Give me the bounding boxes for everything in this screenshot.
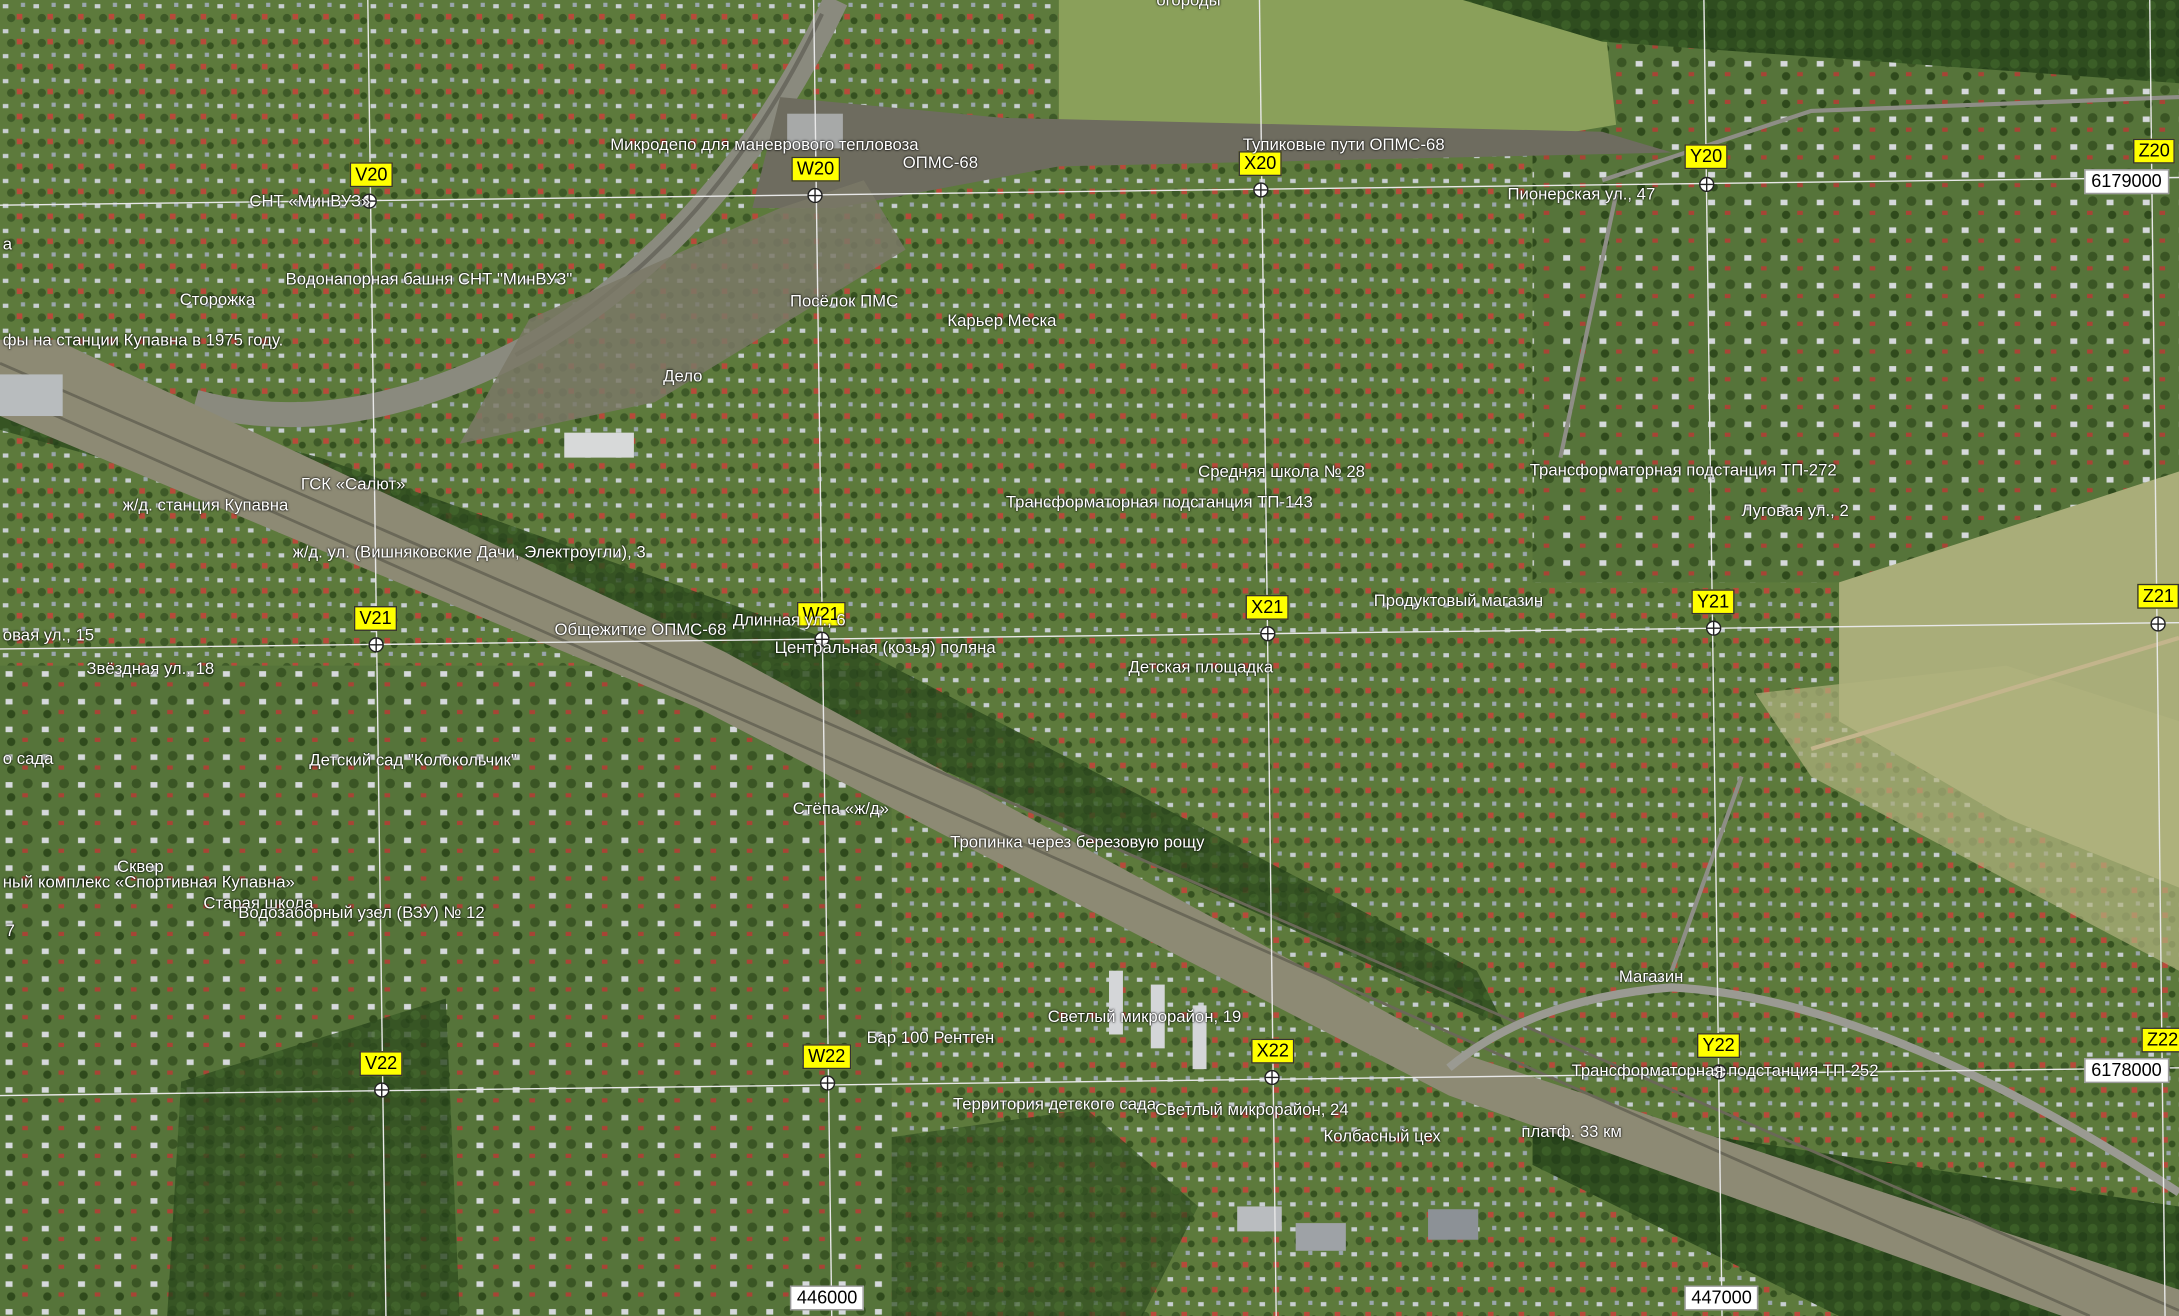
- grid-cell-x20: X20: [1238, 151, 1282, 177]
- place-label[interactable]: Бар 100 Рентген: [866, 1027, 995, 1047]
- place-label[interactable]: ж/д. ул. (Вишняковские Дачи, Электроугли…: [292, 542, 646, 562]
- place-label[interactable]: Тупиковые пути ОПМС-68: [1242, 134, 1445, 154]
- place-label[interactable]: Тропинка через березовую рощу: [950, 832, 1205, 852]
- place-label[interactable]: Магазин: [1618, 966, 1684, 986]
- place-label[interactable]: Луговая ул., 2: [1741, 500, 1849, 521]
- place-label[interactable]: Продуктовый магазин: [1373, 590, 1544, 611]
- place-label[interactable]: Центральная (козья) поляна: [774, 637, 996, 658]
- crosshair-icon: [1699, 176, 1715, 193]
- place-label[interactable]: Колбасный цех: [1323, 1126, 1441, 1146]
- place-label[interactable]: Микродепо для маневрового тепловоза: [610, 134, 919, 154]
- crosshair-icon: [361, 193, 377, 209]
- crosshair-icon: [374, 1082, 390, 1098]
- crosshair-icon: [1705, 620, 1722, 636]
- place-label[interactable]: овая ул., 15: [2, 625, 95, 645]
- place-label[interactable]: Пионерская ул., 47: [1507, 184, 1656, 204]
- place-label[interactable]: Детская площадка: [1128, 657, 1274, 677]
- coord-north-bottom: 6178000: [2084, 1058, 2169, 1084]
- crosshair-icon: [814, 631, 830, 647]
- place-label[interactable]: Сквер: [117, 856, 164, 877]
- grid-cell-z21: Z21: [2137, 583, 2179, 609]
- place-label[interactable]: а: [2, 234, 13, 254]
- place-label[interactable]: Детский сад "Колокольчик": [309, 750, 517, 770]
- crosshair-icon: [1264, 1069, 1280, 1086]
- place-label[interactable]: платф. 33 км: [1521, 1121, 1622, 1142]
- place-label[interactable]: Трансформаторная подстанция ТП-252: [1571, 1060, 1879, 1081]
- crosshair-icon: [1711, 1064, 1727, 1080]
- place-label[interactable]: Сторожка: [179, 289, 256, 310]
- place-label[interactable]: ж/д. станция Купавна: [122, 495, 289, 515]
- place-label[interactable]: Стёпа «ж/д»: [792, 798, 889, 819]
- crosshair-icon: [1260, 626, 1276, 642]
- place-label[interactable]: 7: [5, 920, 15, 941]
- place-label[interactable]: фы на станции Купавна в 1975 году.: [2, 330, 284, 350]
- place-label[interactable]: ный комплекс «Спортивная Купавна»: [2, 872, 295, 892]
- place-label[interactable]: Территория детского сада: [952, 1094, 1157, 1114]
- coord-east-right: 447000: [1684, 1285, 1759, 1311]
- crosshair-icon: [819, 1075, 836, 1091]
- crosshair-icon: [1253, 182, 1269, 198]
- crosshair-icon: [368, 637, 384, 653]
- grid-cell-y21: Y21: [1691, 589, 1735, 615]
- grid-cell-z22: Z22: [2141, 1027, 2179, 1053]
- crosshair-icon: [2150, 616, 2166, 632]
- place-label[interactable]: Водозаборный узел (ВЗУ) № 12: [238, 902, 485, 923]
- grid-cell-x21: X21: [1245, 594, 1289, 620]
- place-label[interactable]: Средняя школа № 28: [1198, 461, 1365, 482]
- place-label[interactable]: Карьер Меска: [947, 310, 1057, 331]
- grid-cell-w22: W22: [802, 1044, 851, 1070]
- grid-cell-v22: V22: [359, 1051, 403, 1077]
- grid-cell-y20: Y20: [1684, 144, 1728, 170]
- place-label[interactable]: Старая школа: [203, 893, 314, 913]
- grid-cell-x22: X22: [1251, 1038, 1295, 1064]
- place-label[interactable]: Водонапорная башня СНТ "МинВУЗ": [285, 269, 573, 289]
- grid-cell-w21: W21: [796, 601, 846, 627]
- grid-cell-y22: Y22: [1696, 1033, 1741, 1059]
- place-label[interactable]: Общежитие ОПМС-68: [554, 619, 727, 640]
- place-label[interactable]: Светлый микрорайон, 19: [1047, 1006, 1242, 1027]
- place-label[interactable]: Длинная ул., 6: [732, 610, 846, 630]
- grid-cell-z20: Z20: [2133, 138, 2176, 164]
- place-label[interactable]: СНТ «МинВУЗ»: [249, 191, 371, 211]
- place-label[interactable]: Трансформаторная подстанция ТП-272: [1529, 460, 1837, 480]
- grid-cell-v21: V21: [353, 605, 398, 631]
- place-label[interactable]: ОПМС-68: [902, 152, 978, 172]
- place-label[interactable]: Светлый микрорайон, 24: [1154, 1099, 1349, 1120]
- grid-cell-v20: V20: [349, 162, 394, 188]
- grid-cell-w20: W20: [791, 156, 840, 182]
- crosshair-icon: [807, 187, 823, 204]
- coord-north-top: 6179000: [2084, 169, 2169, 195]
- coord-east-left: 446000: [789, 1285, 865, 1311]
- place-label[interactable]: огороды: [1156, 0, 1221, 10]
- place-label[interactable]: Звёздная ул., 18: [86, 658, 215, 679]
- place-label[interactable]: о сада: [2, 748, 54, 769]
- place-label[interactable]: Дело: [663, 366, 703, 386]
- place-label[interactable]: ГСК «Салют»: [300, 474, 406, 494]
- place-label[interactable]: Трансформаторная подстанция ТП-143: [1005, 492, 1313, 512]
- place-label[interactable]: Посёлок ПМС: [789, 291, 899, 311]
